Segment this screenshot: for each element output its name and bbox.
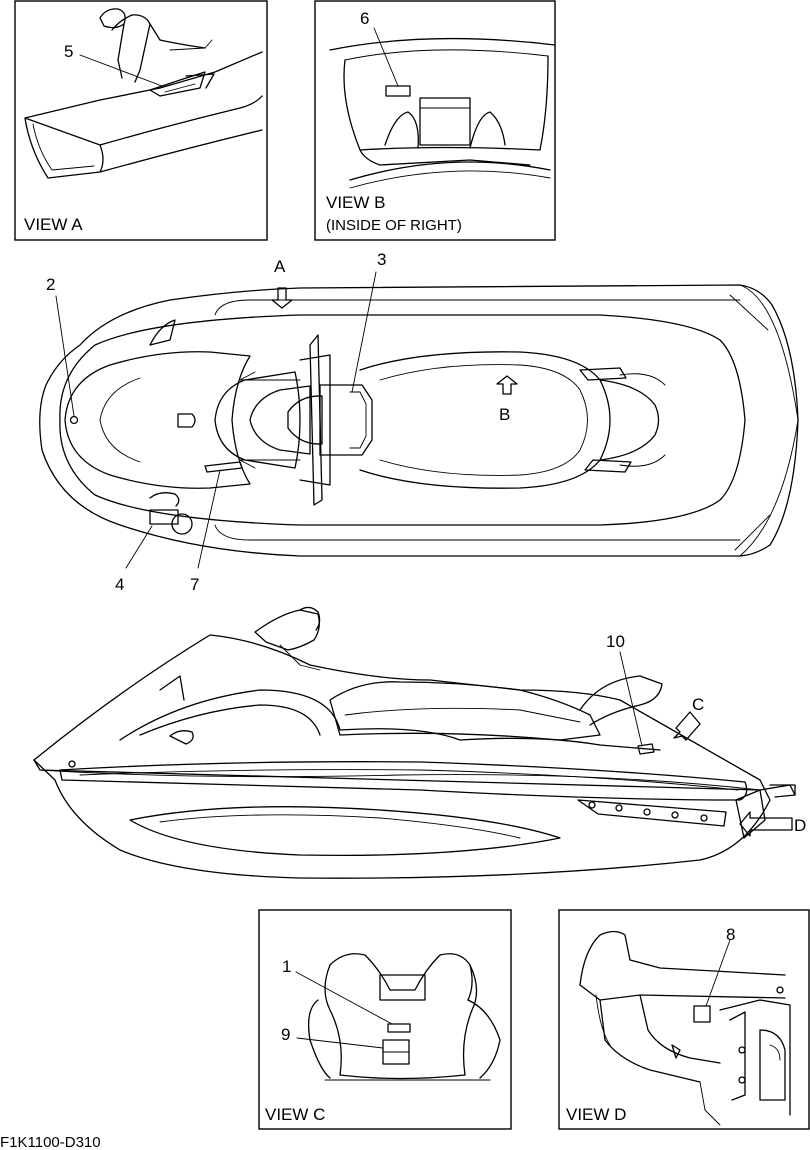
leader-9	[296, 1037, 384, 1049]
view-b-caption: VIEW B	[326, 193, 386, 212]
view-a-panel: 5 VIEW A	[14, 0, 268, 241]
view-arrow-c-label: C	[692, 695, 704, 714]
leader-6	[373, 27, 399, 87]
callout-2: 2	[46, 275, 55, 294]
view-c-caption: VIEW C	[265, 1105, 325, 1124]
view-arrow-c	[673, 711, 701, 741]
view-d-panel: 8 VIEW D	[558, 909, 810, 1130]
view-b-subcaption: (INSIDE OF RIGHT)	[326, 217, 462, 234]
view-d-caption: VIEW D	[566, 1105, 626, 1124]
view-d-illustration	[579, 930, 791, 1126]
view-c-panel: 1 9 VIEW C	[258, 909, 512, 1130]
view-d-frame	[558, 909, 810, 1130]
leader-10	[619, 651, 643, 747]
view-c-frame	[258, 909, 512, 1130]
leader-3	[351, 271, 377, 393]
leader-4	[125, 525, 153, 569]
leader-1	[295, 971, 393, 1025]
callout-1: 1	[282, 957, 291, 976]
view-c-illustration	[307, 953, 501, 1081]
callout-7: 7	[190, 575, 199, 594]
view-arrow-d-label: D	[794, 816, 806, 835]
callout-5: 5	[64, 42, 73, 61]
callout-4: 4	[115, 575, 124, 594]
view-b-panel: 6 VIEW B (INSIDE OF RIGHT)	[314, 0, 556, 241]
callout-10: 10	[606, 632, 625, 651]
leader-7	[197, 469, 221, 569]
callout-8: 8	[726, 925, 735, 944]
callout-3: 3	[377, 250, 386, 269]
drawing-code: F1K1100-D310	[0, 1134, 101, 1150]
view-a-frame	[14, 0, 268, 241]
callout-9: 9	[281, 1025, 290, 1044]
side-view-watercraft	[33, 606, 796, 879]
leader-2	[55, 295, 75, 417]
leader-5	[79, 54, 163, 87]
leader-8	[705, 939, 731, 1007]
view-b-illustration	[329, 37, 556, 189]
view-arrow-a-label: A	[274, 257, 286, 276]
top-view-watercraft	[39, 284, 799, 557]
view-a-illustration	[24, 8, 263, 179]
callout-6: 6	[360, 9, 369, 28]
view-arrow-d	[739, 811, 793, 837]
view-arrow-b-label: B	[499, 405, 510, 424]
view-a-caption: VIEW A	[24, 215, 83, 234]
